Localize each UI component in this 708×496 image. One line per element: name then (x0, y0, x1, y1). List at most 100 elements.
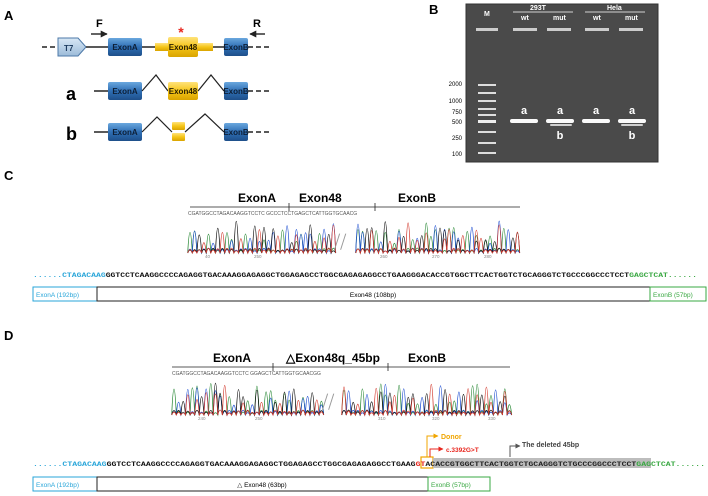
sequence-donor-gt: GT (416, 461, 426, 468)
chromatogram-tick: 40 (205, 254, 211, 259)
break-icon: ⧸⧸ (322, 392, 335, 412)
region-label-exon-a: ExonA (213, 351, 251, 365)
panel-c: C ExonA Exon48 ExonB CGATGGCCTAGACAAGGTC… (4, 168, 707, 302)
chromatogram-tick: 260 (380, 254, 388, 259)
chromatogram-tick: 320 (432, 416, 440, 421)
gel-band (546, 119, 574, 123)
gel-well (547, 28, 571, 31)
primer-f-label: F (96, 18, 103, 30)
panel-a: A F R T7 ExonA Exon48 * ExonB a ExonA Ex… (4, 8, 272, 144)
exon-a-label: ExonA (112, 128, 138, 137)
exon48-label: Exon48 (169, 87, 198, 96)
exon-a-segment-label: ExonA (192bp) (36, 482, 79, 489)
exon-b-segment-label: ExonB (57bp) (653, 292, 693, 299)
header-hela: Hela (607, 5, 622, 12)
chromatogram-trace (341, 383, 513, 417)
panel-label-b: B (429, 2, 438, 17)
header-293t: 293T (530, 5, 547, 12)
chromatogram-trace (187, 225, 337, 255)
mutation-arrow (429, 446, 444, 457)
region-label-exon-a: ExonA (238, 191, 276, 205)
chromatogram-tick: 330 (488, 416, 496, 421)
mutation-label: c.3392G>T (446, 447, 479, 454)
ladder-size-label: 750 (452, 110, 463, 116)
chromatogram-tick: 250 (254, 254, 262, 259)
ladder-band (478, 108, 496, 110)
panel-d: D ExonA △Exon48q_45bp ExonB CGATGGCCTAGA… (4, 328, 705, 492)
gel-well (585, 28, 609, 31)
exon-a-box (108, 123, 142, 141)
lane-m-label: M (484, 11, 490, 18)
chromatogram-trace (171, 382, 325, 417)
exon48-segment-label: Exon48 (108bp) (350, 292, 396, 299)
exon48-box (168, 82, 198, 100)
chromatogram-trace (355, 222, 521, 255)
band-b-label: b (557, 130, 564, 142)
exon48-partial-top (172, 122, 185, 130)
region-label-exon-b: ExonB (408, 351, 446, 365)
exon-b-segment (427, 476, 491, 492)
band-b-label: b (629, 130, 636, 142)
exon-a-box (108, 38, 142, 56)
gel-well (476, 28, 498, 31)
sequence-deleted: ACACCGTGGCTTCACTGGTCTGCAGGGTCTGCCCGGCCCT… (425, 461, 636, 468)
exon48-partial-bottom (172, 133, 185, 141)
exon-b-segment (649, 286, 707, 302)
ladder (478, 84, 496, 154)
ladder-size-label: 500 (452, 120, 463, 126)
chromatogram-trace (341, 383, 513, 417)
deleted-label: The deleted 45bp (522, 442, 579, 449)
chromatogram-trace (171, 385, 325, 417)
lane-label: wt (592, 15, 601, 22)
exon-b-label: ExonB (223, 87, 249, 96)
exon-b-box (224, 123, 248, 141)
gel-border (465, 3, 659, 163)
panel-label-d: D (4, 328, 13, 343)
region-label-exon48-deleted: △Exon48q_45bp (285, 351, 380, 365)
lane-label: mut (553, 15, 567, 22)
deleted-region-highlight (433, 458, 651, 468)
ladder-band (478, 92, 496, 94)
ladder-band (478, 100, 496, 102)
row-b-label: b (66, 124, 77, 144)
splice-line (141, 74, 169, 92)
chromatogram-tick: 310 (378, 416, 386, 421)
band-a-label: a (521, 105, 528, 117)
splice-line (197, 74, 225, 92)
exon48-segment-label: △ Exon48 (63bp) (237, 482, 286, 489)
chromatogram-trace (341, 389, 513, 417)
ladder-size-label: 2000 (449, 82, 463, 88)
sequence-exon-b: GAGCTCAT...... (629, 272, 697, 279)
splice-line (141, 116, 173, 133)
exon48-flank-left (155, 43, 169, 51)
ladder-band (478, 114, 496, 116)
donor-label: Donor (441, 434, 462, 441)
gel-band-faint (550, 124, 572, 126)
exon48-label: Exon48 (169, 43, 198, 52)
band-a-label: a (629, 105, 636, 117)
chromatogram-tick: 240 (198, 416, 206, 421)
ladder-band (478, 152, 496, 154)
sequence-exon48: GGTCCTCAAGGCCCCAGAGGTGACAAAGGAGAGGCTGGAG… (106, 272, 630, 279)
chromatogram-trace (171, 383, 325, 417)
row-a-label: a (66, 84, 77, 104)
chromatogram-tick: 270 (432, 254, 440, 259)
ladder-size-label: 250 (452, 136, 463, 142)
ladder-band (478, 84, 496, 86)
panel-label-a: A (4, 8, 14, 23)
deleted-arrow (509, 443, 521, 457)
gel-band (618, 119, 646, 123)
exon-a-label: ExonA (112, 87, 138, 96)
mutation-star-icon: * (178, 24, 184, 40)
exon-b-box (224, 38, 248, 56)
sequence-exon-a: ......CTAGACAAG (33, 461, 107, 468)
exon-b-label: ExonB (223, 43, 249, 52)
lane-label: wt (520, 15, 529, 22)
primer-r-label: R (253, 18, 261, 30)
exon-a-box (108, 82, 142, 100)
ladder-band (478, 142, 496, 144)
exon48-flank-right (197, 43, 213, 51)
region-label-exon48: Exon48 (299, 191, 342, 205)
